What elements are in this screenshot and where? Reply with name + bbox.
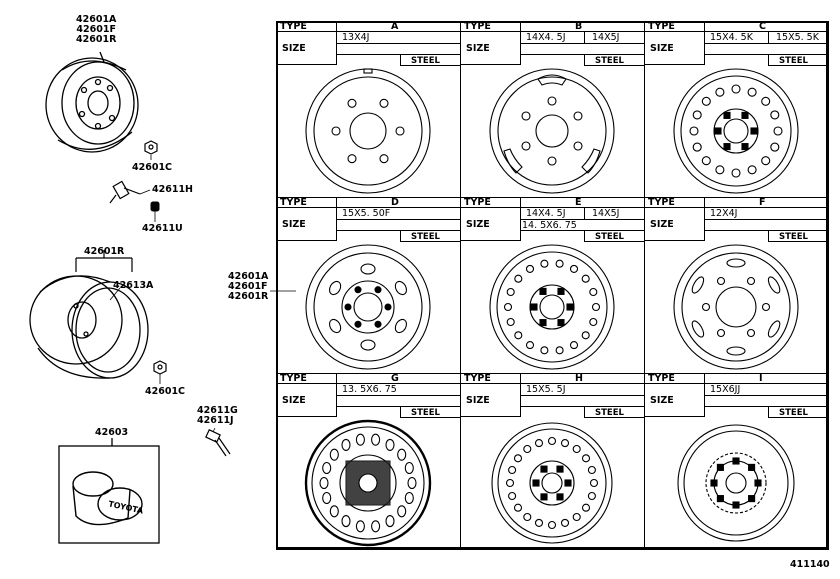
wheel-drawing-icon [673, 244, 799, 370]
wheel-drawing-icon [491, 422, 613, 544]
size-value-1: 15X5. 5J [526, 384, 566, 395]
part-number-nut-2: 42601C [145, 386, 186, 397]
wheel-nut-icon [144, 140, 158, 155]
type-label: TYPE [464, 197, 491, 208]
type-label: TYPE [464, 21, 491, 32]
valve-stem-icon [205, 429, 231, 457]
size-value-1: 15X4. 5K [710, 32, 753, 43]
part-number-ring: 42613A [113, 280, 154, 291]
wheel-nut-icon [153, 360, 167, 375]
part-number-valve-1: 42611H [152, 184, 194, 195]
size-value-1: 13X4J [342, 32, 370, 43]
size-label: SIZE [650, 43, 674, 54]
size-value-2: 15X5. 5K [776, 32, 819, 43]
size-value-1: 15X6JJ [710, 384, 741, 395]
size-row [704, 43, 829, 55]
wheel-drawing-icon [673, 68, 799, 194]
type-letter: H [575, 373, 583, 384]
size-label: SIZE [282, 395, 306, 406]
type-letter: C [759, 21, 766, 32]
size-value-2: 14X5J [592, 208, 620, 219]
type-label: TYPE [648, 197, 675, 208]
type-label: TYPE [648, 373, 675, 384]
diagram-code: 411140 [790, 559, 830, 570]
wheel-type-grid [276, 21, 828, 549]
size-row [704, 219, 829, 231]
size-row [704, 395, 829, 407]
wheel-drawing-icon [305, 244, 431, 370]
size-label: SIZE [282, 219, 306, 230]
part-number-wheel-2: 42601R [84, 246, 125, 257]
type-letter: D [391, 197, 399, 208]
valve-cap-icon [150, 201, 160, 212]
type-letter: F [759, 197, 766, 208]
size-value-1: 14X4. 5J [526, 208, 566, 219]
type-letter: G [391, 373, 399, 384]
type-letter: A [391, 21, 399, 32]
type-label: TYPE [648, 21, 675, 32]
size-value-1: 14X4. 5J [526, 32, 566, 43]
size-label: SIZE [650, 395, 674, 406]
size-label: SIZE [466, 219, 490, 230]
type-letter: E [575, 197, 582, 208]
steel-label: STEEL [411, 232, 440, 242]
size-label: SIZE [466, 43, 490, 54]
steel-cell [768, 230, 829, 242]
wheel-drawing-icon [677, 424, 795, 542]
part-number-cap-1: 42611U [142, 223, 183, 234]
type-label: TYPE [280, 373, 307, 384]
steel-label: STEEL [779, 408, 808, 418]
center-cap-box [58, 438, 160, 544]
part-number-center-cap: 42603 [95, 427, 129, 438]
wheel-drawing-icon [305, 68, 431, 194]
steel-label: STEEL [779, 56, 808, 66]
size-value-3: 14. 5X6. 75 [522, 220, 577, 231]
size-value-1: 13. 5X6. 75 [342, 384, 397, 395]
wheel-drawing-icon [304, 419, 432, 547]
type-label: TYPE [280, 21, 307, 32]
size-value-2: 14X5J [592, 32, 620, 43]
part-number-nut-1: 42601C [132, 162, 173, 173]
steel-cell [768, 406, 829, 418]
valve-stem-icon [109, 180, 141, 204]
center-cap-icon [72, 471, 143, 526]
type-letter: I [759, 373, 763, 384]
wheel-drawing-icon [489, 244, 615, 370]
steel-label: STEEL [595, 232, 624, 242]
size-value-1: 15X5. 50F [342, 208, 391, 219]
steel-cell [768, 54, 829, 66]
size-label: SIZE [466, 395, 490, 406]
steel-label: STEEL [595, 56, 624, 66]
steel-label: STEEL [779, 232, 808, 242]
steel-label: STEEL [595, 408, 624, 418]
size-value-1: 12X4J [710, 208, 738, 219]
steel-label: STEEL [411, 408, 440, 418]
wheel-assembly-icon [45, 51, 139, 153]
type-letter: B [575, 21, 583, 32]
size-label: SIZE [282, 43, 306, 54]
wheel-drawing-icon [489, 68, 615, 194]
size-label: SIZE [650, 219, 674, 230]
steel-label: STEEL [411, 56, 440, 66]
type-label: TYPE [464, 373, 491, 384]
type-label: TYPE [280, 197, 307, 208]
wheel-with-lock-ring-icon [29, 275, 149, 379]
